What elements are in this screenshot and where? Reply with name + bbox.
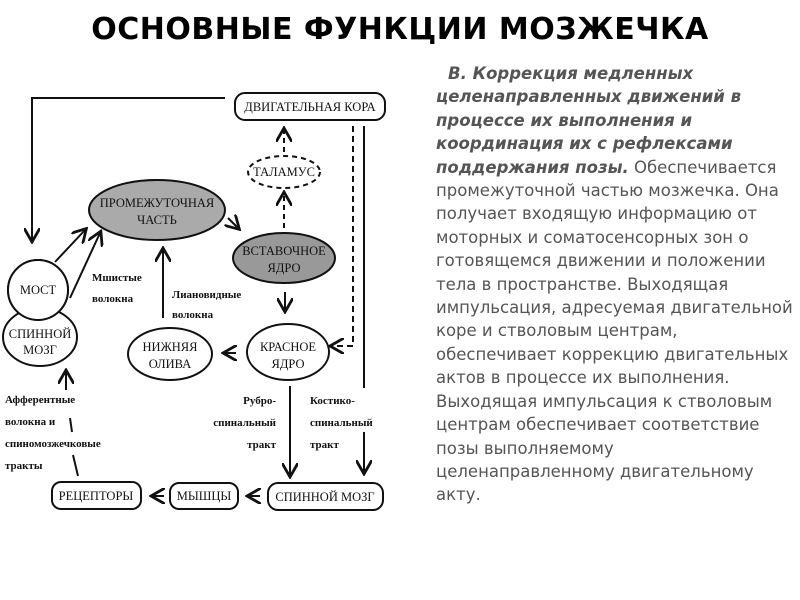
- cortex-to-red-dashed: [332, 126, 354, 346]
- description-lead: В. Коррекция медленных целенаправленных …: [436, 64, 741, 177]
- muscles-box: [169, 482, 239, 510]
- cerebellum-function-diagram: ДВИГАТЕЛЬНАЯ КОРА ТАЛАМУС ПРОМЕЖУТОЧНАЯ …: [2, 92, 386, 511]
- cortico-label-1: Костико-: [310, 395, 355, 407]
- thalamus-label: ТАЛАМУС: [253, 165, 315, 179]
- pons-label: МОСТ: [20, 283, 57, 297]
- cortex-to-pons-line: [32, 97, 225, 240]
- afferent-label-1: Афферентные: [5, 394, 75, 406]
- interposed-label-1: ВСТАВОЧНОЕ: [242, 244, 326, 258]
- description-text: В. Коррекция медленных целенаправленных …: [436, 62, 796, 507]
- spinal-cord-box: [267, 482, 384, 511]
- receptors-label: РЕЦЕПТОРЫ: [59, 489, 134, 503]
- intermediate-part-node: [88, 179, 226, 241]
- inferior-olive-node: [127, 327, 213, 381]
- red-label-2: ЯДРО: [272, 357, 305, 371]
- muscles-label: МЫШЦЫ: [177, 489, 232, 503]
- mossy-fibers-arrow: [69, 233, 100, 299]
- red-label-1: КРАСНОЕ: [260, 340, 316, 354]
- motor-cortex-label: ДВИГАТЕЛЬНАЯ КОРА: [244, 100, 375, 114]
- rubro-label-3: тракт: [247, 439, 276, 451]
- spinal-label-1: СПИННОЙ: [9, 327, 72, 341]
- motor-cortex-box: [234, 92, 386, 121]
- mossy-label-1: Мшистые: [92, 272, 142, 284]
- description-body: Обеспечивается промежуточной частью мозж…: [436, 157, 793, 505]
- rubro-label-2: спинальный: [213, 417, 276, 429]
- afferent-label-2: волокна и: [5, 416, 56, 428]
- cortico-label-3: тракт: [310, 439, 339, 451]
- pons-to-intermediate-arrow: [54, 230, 85, 263]
- rubro-label-1: Рубро-: [243, 395, 276, 407]
- description-lead-text: В. Коррекция медленных целенаправленных …: [436, 64, 742, 177]
- pons-node-overlay: [7, 259, 69, 321]
- afferent-label-3: спиномозжечковые: [5, 438, 101, 450]
- cortico-label-2: спинальный: [310, 417, 373, 429]
- spinal-label-2: МОЗГ: [23, 343, 57, 357]
- thalamus-node: [247, 155, 321, 189]
- mossy-label-2: волокна: [92, 293, 134, 305]
- intermediate-label-1: ПРОМЕЖУТОЧНАЯ: [100, 196, 214, 210]
- intermediate-to-interposed-arrow: [228, 218, 238, 228]
- spinal-cord-label: СПИННОЙ МОЗГ: [275, 490, 374, 504]
- intermediate-label-2: ЧАСТЬ: [137, 213, 177, 227]
- climbing-label-1: Лиановидные: [172, 289, 241, 301]
- interposed-label-2: ЯДРО: [268, 261, 301, 275]
- afferent-slash-1: [72, 454, 79, 477]
- olive-label-2: ОЛИВА: [149, 357, 192, 371]
- receptors-box: [51, 481, 142, 510]
- slide-title: ОСНОВНЫЕ ФУНКЦИИ МОЗЖЕЧКА: [91, 12, 709, 47]
- olive-label-1: НИЖНЯЯ: [143, 340, 198, 354]
- afferent-label-4: тракты: [5, 460, 43, 472]
- interposed-nucleus-node: [232, 232, 336, 284]
- afferent-slash-2: [69, 417, 73, 433]
- climbing-label-2: волокна: [172, 309, 214, 321]
